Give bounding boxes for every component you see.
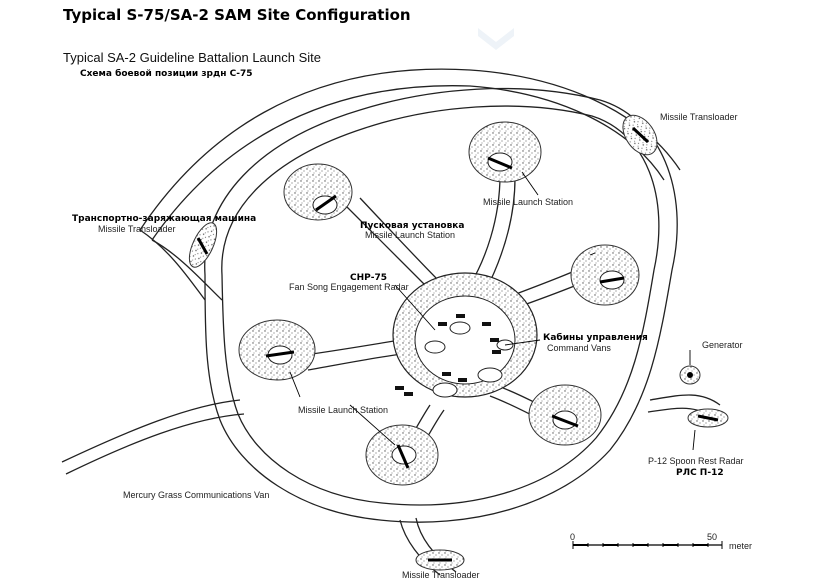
missile-launcher-icon bbox=[265, 350, 295, 358]
spoon-rest-site bbox=[687, 408, 729, 428]
label-radar-ru: СНР-75 bbox=[350, 273, 387, 283]
command-van-icon bbox=[395, 314, 501, 396]
launcher-revetment bbox=[283, 163, 353, 221]
label-command-ru: Кабины управления bbox=[543, 332, 648, 343]
label-launcher-ru: Пусковая установка bbox=[360, 221, 464, 231]
label-transloader-bottom: Missile Transloader bbox=[402, 570, 480, 580]
label-spoon-rest-ru: РЛС П-12 bbox=[676, 468, 724, 478]
spoon-rest-radar-icon bbox=[697, 414, 719, 422]
label-launcher-en: Missile Launch Station bbox=[365, 230, 455, 240]
transloader-vehicle-icon bbox=[631, 126, 650, 144]
missile-launcher-icon bbox=[551, 414, 579, 428]
launcher-revetment bbox=[365, 424, 439, 486]
label-command-en: Command Vans bbox=[547, 343, 611, 353]
label-transloader-top-right: Missile Transloader bbox=[660, 112, 738, 122]
label-launch-station-top: Missile Launch Station bbox=[483, 197, 573, 207]
scale-zero: 0 bbox=[570, 532, 575, 542]
scale-unit: meter bbox=[729, 541, 752, 551]
label-radar-en: Fan Song Engagement Radar bbox=[289, 282, 409, 292]
label-transloader-left-en: Missile Transloader bbox=[98, 224, 176, 234]
launcher-revetment bbox=[238, 319, 316, 381]
launcher-revetment bbox=[468, 121, 542, 183]
fan-song-radar-area bbox=[392, 272, 538, 398]
label-transloader-left-ru: Транспортно-заряжающая машина bbox=[72, 214, 256, 224]
transloader-left bbox=[188, 222, 218, 268]
label-spoon-rest-en: P-12 Spoon Rest Radar bbox=[648, 456, 744, 466]
generator-site bbox=[679, 365, 701, 385]
label-comms-van: Mercury Grass Communications Van bbox=[123, 490, 269, 500]
missile-launcher-icon bbox=[599, 276, 625, 284]
diagram-subtitle-ru: Схема боевой позиции зрдн С-75 bbox=[80, 68, 252, 79]
page-title: Typical S-75/SA-2 SAM Site Configuration bbox=[63, 6, 411, 24]
transloader-top-right bbox=[622, 114, 658, 156]
leader-lines bbox=[289, 171, 696, 451]
missile-launcher-icon bbox=[315, 194, 337, 212]
launcher-revetment bbox=[528, 384, 602, 446]
diagram-subtitle-en: Typical SA-2 Guideline Battalion Launch … bbox=[63, 50, 321, 65]
label-generator: Generator bbox=[702, 340, 743, 350]
missile-launcher-icon bbox=[487, 156, 513, 170]
generator-icon bbox=[687, 372, 693, 378]
transloader-vehicle-icon bbox=[196, 237, 209, 255]
transloader-bottom bbox=[415, 549, 465, 571]
watermark-icon bbox=[478, 28, 514, 50]
missile-launcher-icon bbox=[396, 444, 410, 469]
launcher-revetment bbox=[570, 244, 640, 306]
radar-antenna-icon bbox=[424, 340, 446, 354]
scale-fifty: 50 bbox=[707, 532, 717, 542]
label-launch-station-bottom: Missile Launch Station bbox=[298, 405, 388, 415]
scale-bar: 0 50 meter bbox=[570, 532, 752, 551]
launcher-revetments bbox=[238, 121, 640, 486]
